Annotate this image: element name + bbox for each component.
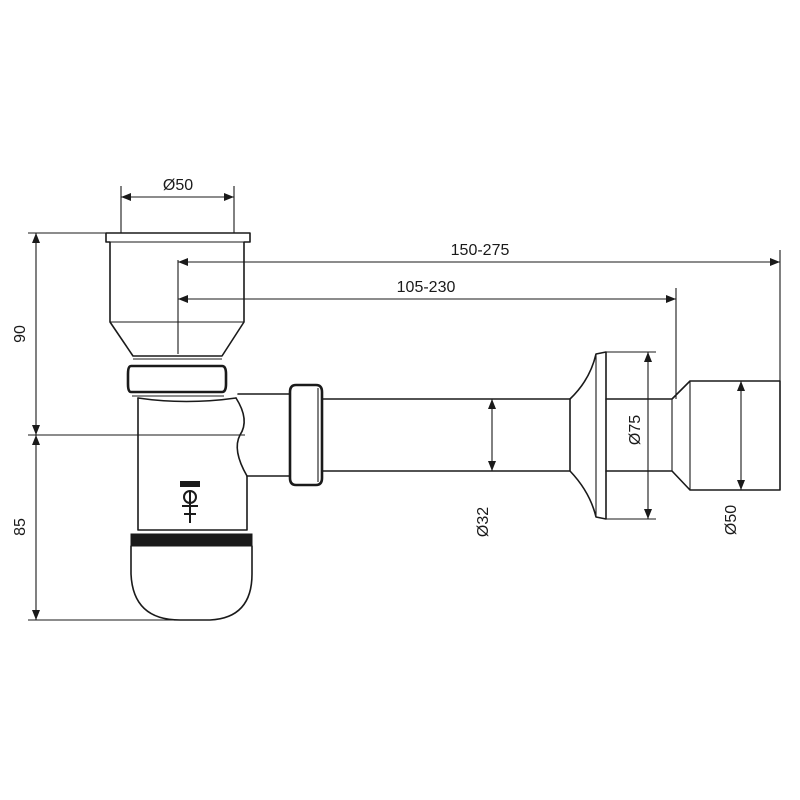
wall-rosette (569, 351, 607, 520)
brand-logo (180, 481, 200, 523)
siphon-body (105, 232, 253, 621)
outlet-assembly (237, 351, 781, 520)
label-pipe-diameter: Ø32 (475, 507, 492, 537)
label-height-lower: 85 (12, 518, 29, 536)
cutaway-edge (235, 397, 248, 477)
label-overall-length: 150-275 (451, 242, 510, 259)
inlet-nut (126, 364, 228, 394)
label-top-diameter: Ø50 (163, 177, 193, 194)
bottom-bowl-cap (130, 545, 253, 621)
label-flange-diameter: Ø75 (627, 415, 644, 445)
wall-sleeve (605, 380, 781, 491)
drain-pipe (321, 398, 571, 472)
label-height-upper: 90 (12, 325, 29, 343)
siphon-cylinder (137, 397, 248, 531)
bottom-bowl (130, 533, 253, 547)
dimension-lines (28, 186, 781, 621)
label-inner-length: 105-230 (397, 279, 456, 296)
label-outlet-diameter: Ø50 (723, 505, 740, 535)
outlet-nut (288, 383, 324, 487)
